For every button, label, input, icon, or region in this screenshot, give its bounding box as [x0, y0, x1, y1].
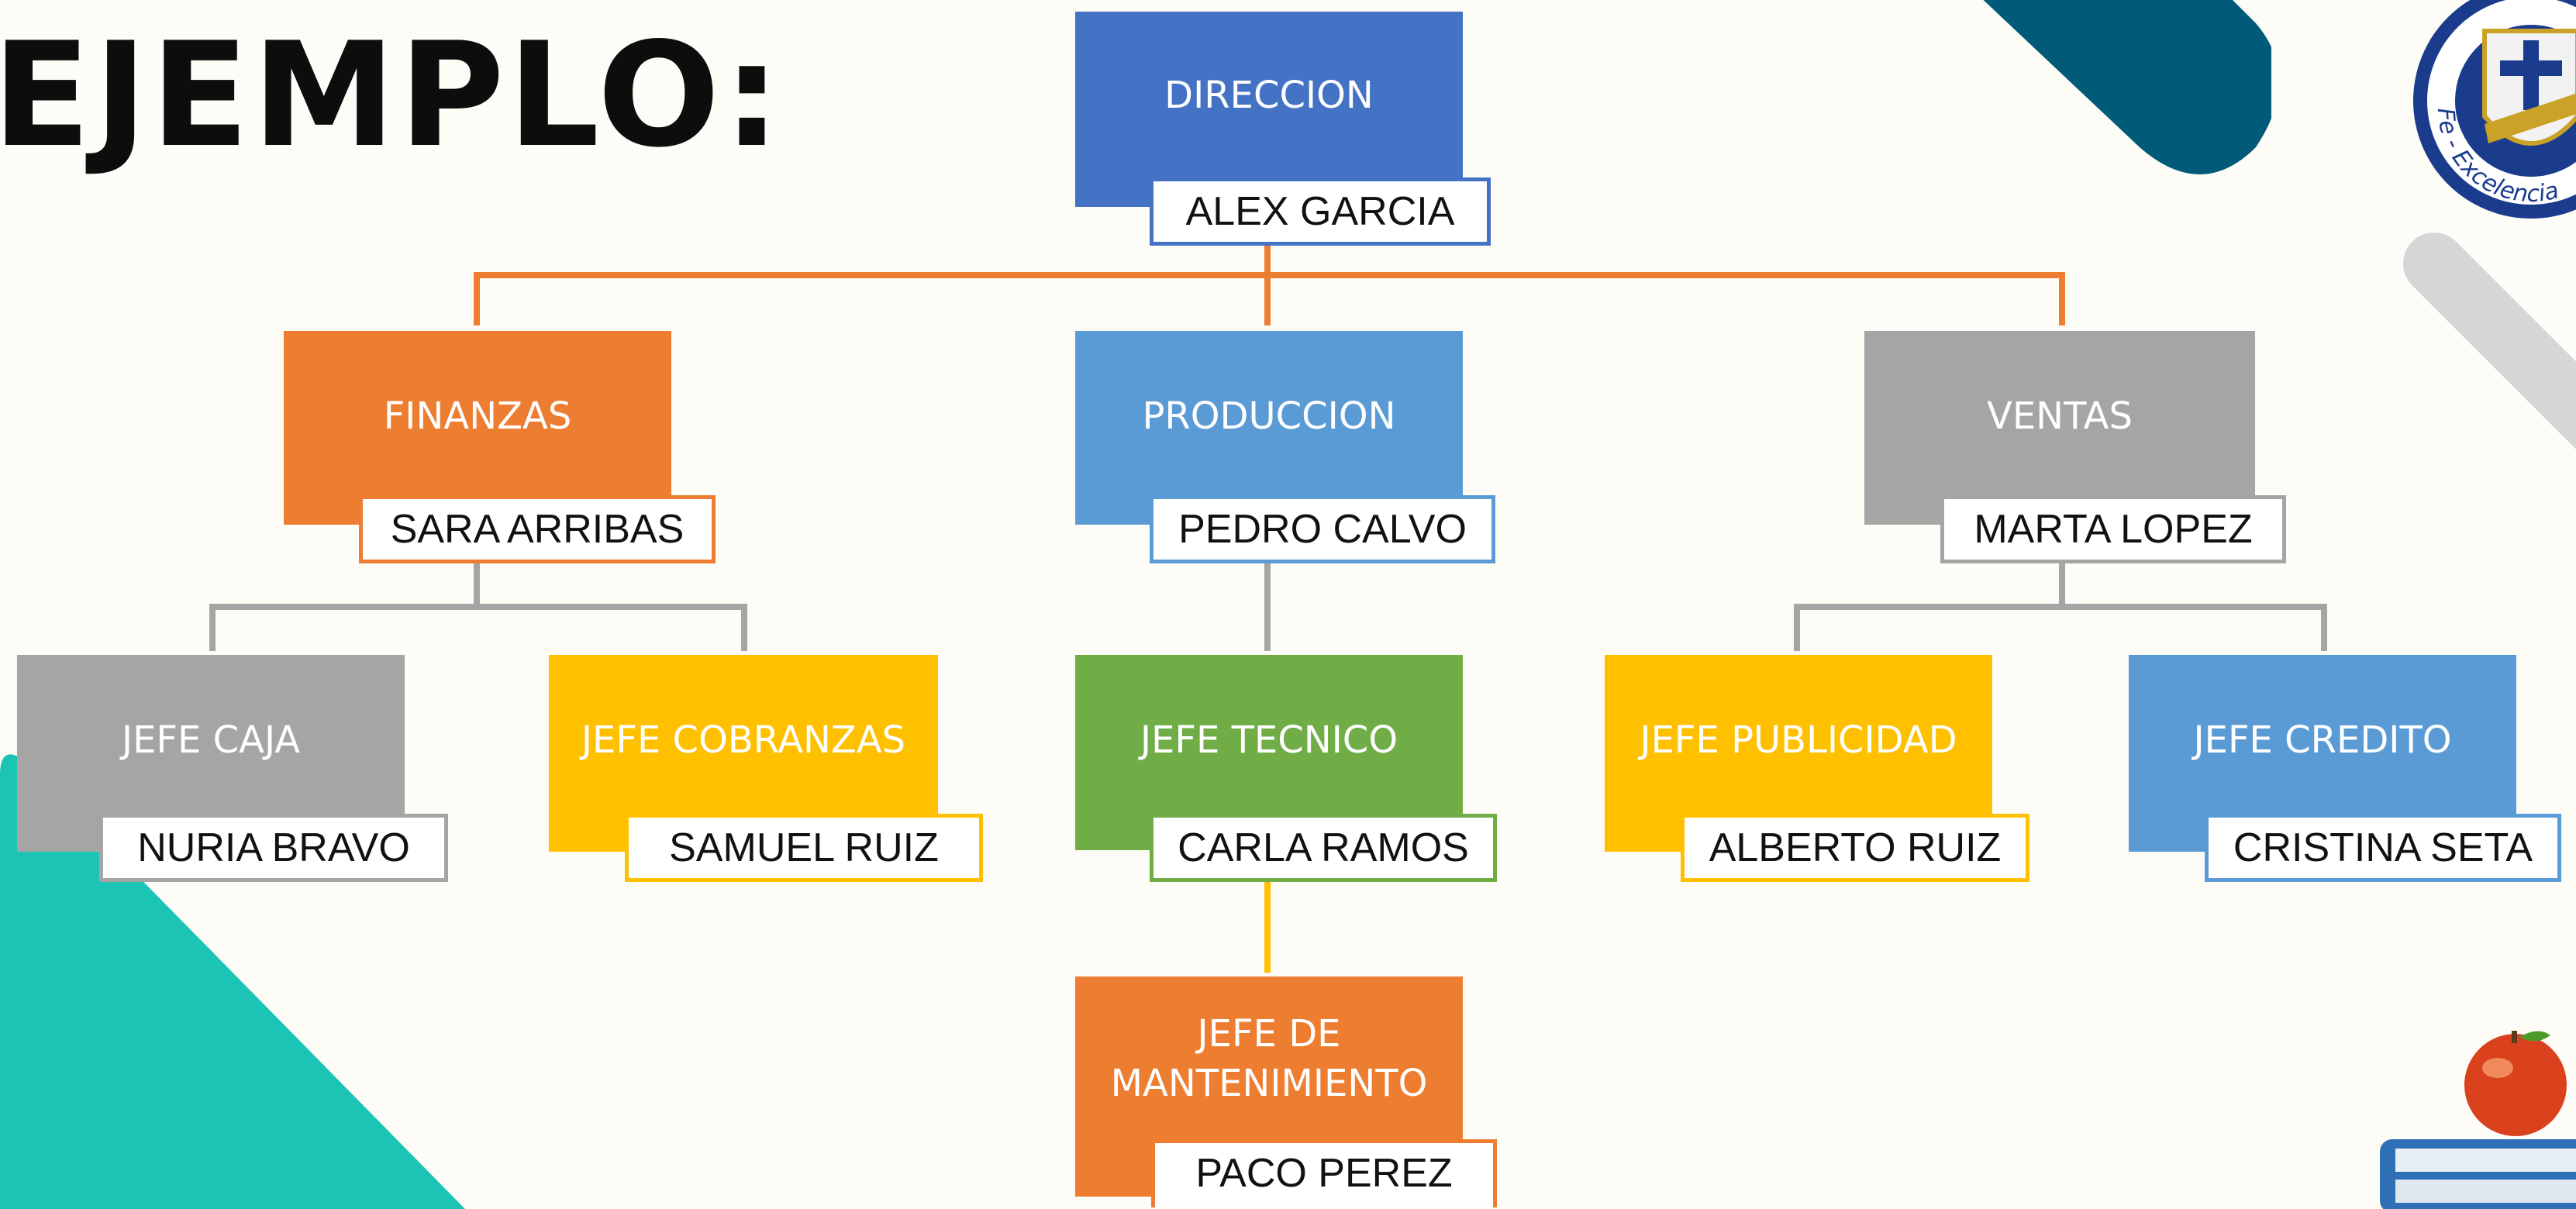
person-name: NURIA BRAVO	[99, 814, 448, 882]
role-label: DIRECCION	[1164, 74, 1374, 117]
person-name: SAMUEL RUIZ	[625, 814, 983, 882]
person-name: ALBERTO RUIZ	[1681, 814, 2029, 882]
apple-books-icon	[2380, 1031, 2576, 1209]
person-name: SARA ARRIBAS	[359, 495, 716, 563]
role-label: JEFE PUBLICIDAD	[1640, 718, 1957, 762]
role-label: JEFE TECNICO	[1140, 718, 1398, 762]
role-label: JEFE COBRANZAS	[581, 718, 906, 762]
role-box: VENTAS	[1864, 331, 2255, 525]
role-label: VENTAS	[1987, 394, 2133, 438]
grey-diagonal-stripe	[2403, 232, 2576, 450]
page-title: EJEMPLO:	[0, 11, 785, 179]
role-box: FINANZAS	[284, 331, 671, 525]
school-crest-icon: Fe - Excelencia	[2413, 0, 2576, 219]
role-label: JEFE DE MANTENIMIENTO	[1110, 1012, 1428, 1105]
person-name: MARTA LOPEZ	[1940, 495, 2286, 563]
connector-ventas-children	[1794, 560, 2327, 651]
navy-diagonal-shape	[1983, 0, 2271, 174]
role-label: JEFE CREDITO	[2193, 718, 2452, 762]
role-box: DIRECCION	[1075, 12, 1463, 207]
connector-finanzas-children	[209, 560, 747, 651]
person-name: CARLA RAMOS	[1150, 814, 1497, 882]
person-name: ALEX GARCIA	[1150, 177, 1491, 246]
person-name: PEDRO CALVO	[1150, 495, 1495, 563]
connector-root-to-managers	[474, 232, 2065, 326]
role-box: PRODUCCION	[1075, 331, 1463, 525]
role-label: JEFE CAJA	[121, 718, 301, 762]
role-label: PRODUCCION	[1142, 394, 1396, 438]
person-name: PACO PEREZ	[1151, 1139, 1497, 1207]
person-name: CRISTINA SETA	[2205, 814, 2561, 882]
role-label: FINANZAS	[383, 394, 572, 438]
